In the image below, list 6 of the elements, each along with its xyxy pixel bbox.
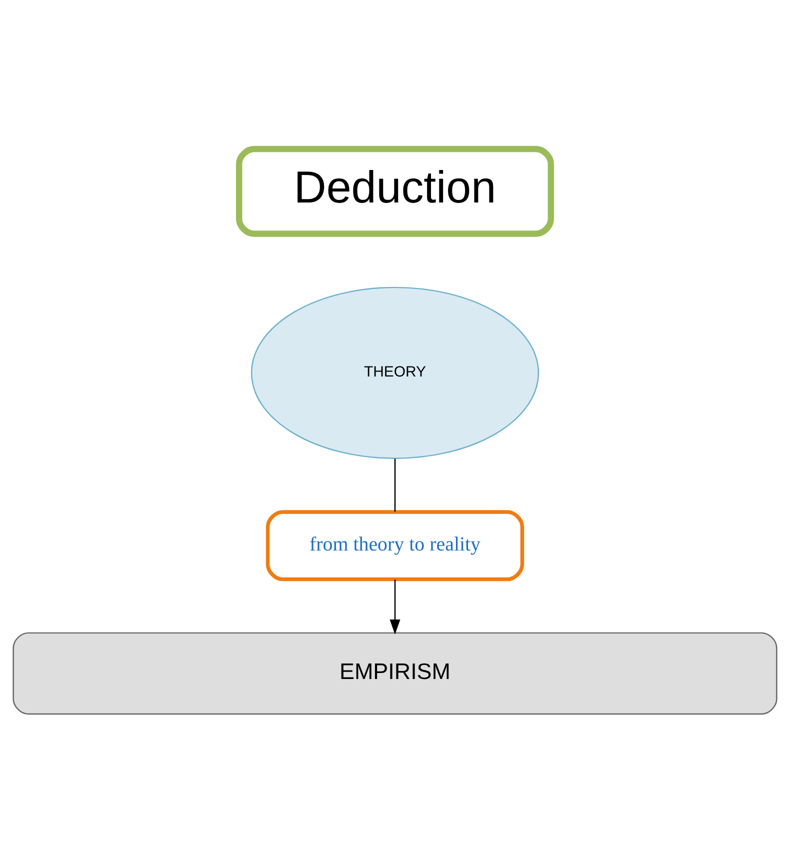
arrow [390,578,400,634]
node-box: from theory to reality [266,510,524,581]
connector [394,458,396,512]
node-ellipse: THEORY [250,286,540,458]
node-box: EMPIRISM [12,632,778,714]
node-box: Deduction [236,145,554,236]
